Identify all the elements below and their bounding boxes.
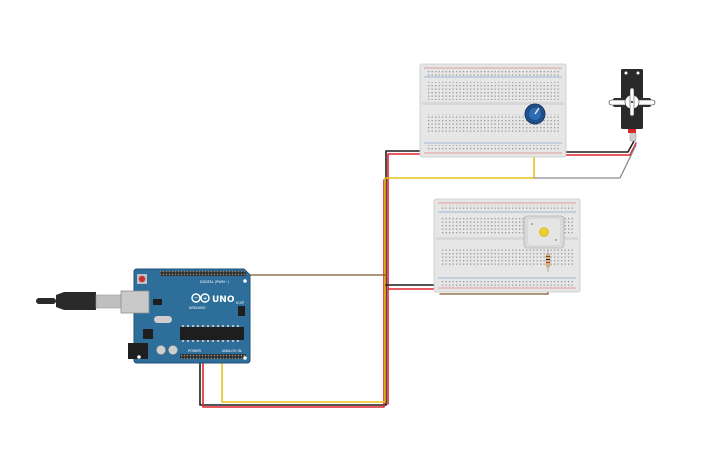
digital-header-label: DIGITAL (PWM~) — [200, 280, 230, 284]
potentiometer-knob-indicator — [534, 107, 540, 115]
breadboard-top[interactable] — [419, 63, 567, 158]
atmega-chip — [180, 327, 244, 340]
resistor[interactable] — [545, 250, 551, 272]
wire-servo-power[interactable] — [559, 142, 637, 156]
arduino-brand-label: ARDUINO — [189, 306, 206, 310]
servo[interactable] — [608, 69, 656, 142]
wire-trunk-yellow[interactable] — [384, 147, 535, 403]
wire-arduino-ground[interactable] — [199, 357, 387, 406]
svg-text:−: − — [194, 296, 198, 302]
potentiometer[interactable] — [524, 103, 546, 125]
usb-cable[interactable] — [36, 292, 122, 310]
wire-arduino-signal-yellow[interactable] — [221, 357, 386, 403]
dc-motor[interactable] — [523, 215, 565, 249]
wire-trunk-power[interactable] — [387, 153, 429, 405]
wire-servo-signal[interactable] — [533, 144, 637, 179]
icsp-label: ICSP — [236, 301, 244, 305]
wire-trunk-ground[interactable] — [385, 150, 421, 406]
svg-text:+: + — [203, 296, 207, 302]
arduino-uno[interactable]: − + UNO ARDUINO DIGITAL (PWM~) POWER ANA… — [36, 268, 251, 364]
power-header-label: POWER — [188, 349, 202, 353]
reset-button[interactable] — [138, 275, 146, 283]
analog-header-label: ANALOG IN — [222, 349, 242, 353]
arduino-model-label: UNO — [212, 295, 235, 305]
arduino-logo: − + — [191, 293, 210, 303]
wire-servo-ground[interactable] — [559, 140, 635, 153]
